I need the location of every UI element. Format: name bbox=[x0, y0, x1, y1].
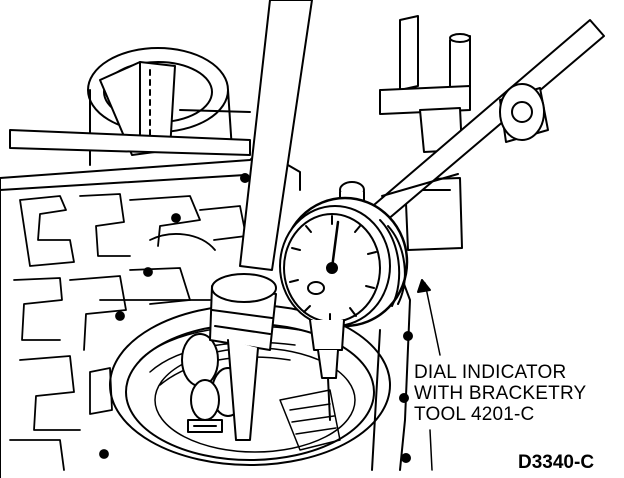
callout-line-2: WITH BRACKETRY bbox=[414, 383, 587, 404]
callout-line-1: DIAL INDICATOR bbox=[414, 362, 567, 383]
callout-leader bbox=[417, 279, 441, 471]
probe-rod bbox=[209, 0, 313, 441]
valve-body-passages bbox=[9, 193, 247, 471]
bracket-arm bbox=[325, 19, 605, 261]
upper-rail bbox=[9, 109, 251, 156]
callout-line-3: TOOL 4201-C bbox=[414, 404, 535, 425]
dial-indicator-callout: DIAL INDICATOR WITH BRACKETRY TOOL 4201-… bbox=[414, 362, 586, 425]
figure-id: D3340-C bbox=[518, 452, 595, 473]
dial-indicator bbox=[279, 181, 409, 421]
piston-assembly bbox=[181, 333, 245, 433]
